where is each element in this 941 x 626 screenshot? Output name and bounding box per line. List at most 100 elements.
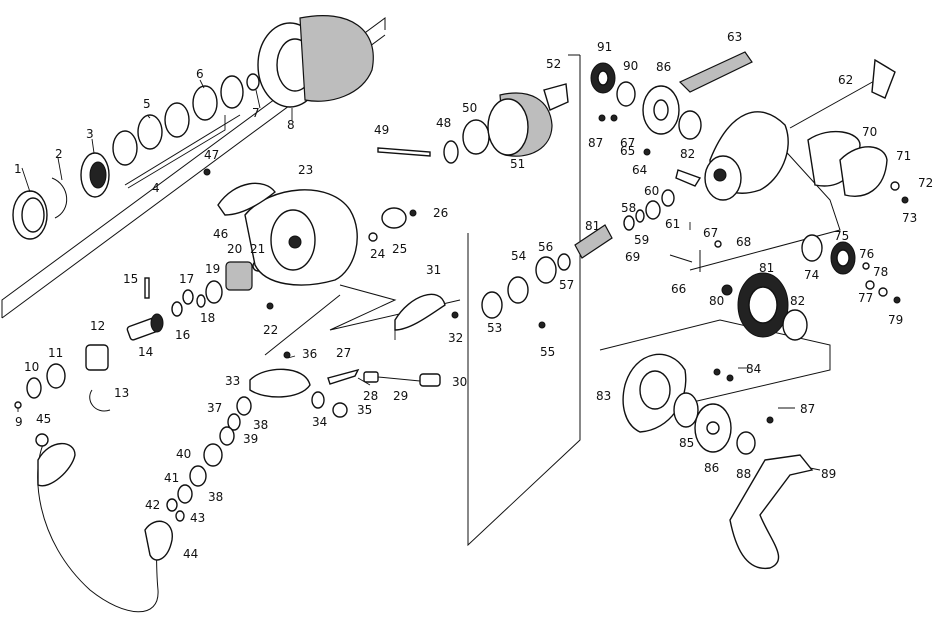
- part-label-16: 16: [175, 328, 190, 342]
- part-label-57: 57: [559, 278, 574, 292]
- part-label-20: 20: [227, 242, 242, 256]
- part-label-4: 4: [152, 181, 160, 195]
- part-label-66: 66: [671, 282, 686, 296]
- part-label-54: 54: [511, 249, 526, 263]
- part-label-44: 44: [183, 547, 198, 561]
- part-label-48: 48: [436, 116, 451, 130]
- part-label-90: 90: [623, 59, 638, 73]
- part-label-38: 38: [253, 418, 268, 432]
- part-label-89: 89: [821, 467, 836, 481]
- part-label-8: 8: [287, 118, 295, 132]
- part-label-76: 76: [859, 247, 874, 261]
- part-label-9: 9: [15, 415, 23, 429]
- part-label-59: 59: [634, 233, 649, 247]
- part-label-27: 27: [336, 346, 351, 360]
- part-label-51: 51: [510, 157, 525, 171]
- part-label-64: 64: [632, 163, 647, 177]
- part-label-19: 19: [205, 262, 220, 276]
- part-label-86b: 86: [656, 60, 671, 74]
- part-label-81b: 81: [759, 261, 774, 275]
- part-label-87b: 87: [588, 136, 603, 150]
- part-label-47: 47: [204, 148, 219, 162]
- part-label-36: 36: [302, 347, 317, 361]
- part-label-81: 81: [585, 219, 600, 233]
- part-label-71: 71: [896, 149, 911, 163]
- part-label-73: 73: [902, 211, 917, 225]
- part-label-49: 49: [374, 123, 389, 137]
- part-label-6: 6: [196, 67, 204, 81]
- part-label-2: 2: [55, 147, 63, 161]
- part-label-32: 32: [448, 331, 463, 345]
- spool-assembly: [12, 15, 459, 613]
- part-label-39: 39: [243, 432, 258, 446]
- part-label-65: 65: [620, 144, 635, 158]
- part-label-78: 78: [873, 265, 888, 279]
- part-label-72: 72: [918, 176, 933, 190]
- part-label-80: 80: [709, 294, 724, 308]
- part-label-12: 12: [90, 319, 105, 333]
- part-label-13: 13: [114, 386, 129, 400]
- part-label-24: 24: [370, 247, 385, 261]
- part-label-38b: 38: [208, 490, 223, 504]
- part-label-67b: 67: [620, 136, 635, 150]
- part-label-53: 53: [487, 321, 502, 335]
- part-label-74: 74: [804, 268, 819, 282]
- part-label-15: 15: [123, 272, 138, 286]
- part-label-40: 40: [176, 447, 191, 461]
- part-label-91: 91: [597, 40, 612, 54]
- part-label-86: 86: [704, 461, 719, 475]
- part-label-83: 83: [596, 389, 611, 403]
- part-label-56: 56: [538, 240, 553, 254]
- part-label-28: 28: [363, 389, 378, 403]
- body-assembly: [377, 51, 909, 569]
- part-label-3: 3: [86, 127, 94, 141]
- part-label-33: 33: [225, 374, 240, 388]
- part-label-84: 84: [746, 362, 761, 376]
- part-label-46: 46: [213, 227, 228, 241]
- part-label-18: 18: [200, 311, 215, 325]
- part-label-75: 75: [834, 229, 849, 243]
- part-label-30: 30: [452, 375, 467, 389]
- part-label-67: 67: [703, 226, 718, 240]
- part-label-63: 63: [727, 30, 742, 44]
- part-label-34: 34: [312, 415, 327, 429]
- part-label-85: 85: [679, 436, 694, 450]
- part-label-31: 31: [426, 263, 441, 277]
- part-label-77: 77: [858, 291, 873, 305]
- part-label-14: 14: [138, 345, 153, 359]
- part-label-1: 1: [14, 162, 22, 176]
- part-label-37: 37: [207, 401, 222, 415]
- part-label-79: 79: [888, 313, 903, 327]
- part-label-42: 42: [145, 498, 160, 512]
- part-label-68: 68: [736, 235, 751, 249]
- part-label-23: 23: [298, 163, 313, 177]
- part-label-11: 11: [48, 346, 63, 360]
- part-label-88: 88: [736, 467, 751, 481]
- part-label-45: 45: [36, 412, 51, 426]
- part-label-35: 35: [357, 403, 372, 417]
- part-label-22: 22: [263, 323, 278, 337]
- part-label-50: 50: [462, 101, 477, 115]
- part-label-52: 52: [546, 57, 561, 71]
- part-label-29: 29: [393, 389, 408, 403]
- leader-lines: [17, 79, 821, 471]
- part-label-55: 55: [540, 345, 555, 359]
- part-label-62: 62: [838, 73, 853, 87]
- part-label-17: 17: [179, 272, 194, 286]
- part-label-43: 43: [190, 511, 205, 525]
- part-label-69: 69: [625, 250, 640, 264]
- part-label-21: 21: [250, 242, 265, 256]
- part-label-58: 58: [621, 201, 636, 215]
- part-label-26: 26: [433, 206, 448, 220]
- part-label-5: 5: [143, 97, 151, 111]
- part-label-61: 61: [665, 217, 680, 231]
- part-label-82: 82: [680, 147, 695, 161]
- part-label-10: 10: [24, 360, 39, 374]
- part-label-41: 41: [164, 471, 179, 485]
- part-label-70: 70: [862, 125, 877, 139]
- part-labels: 1 2 3 4 5 6 7 8 9 10 11 12 13 14 15 16 1…: [14, 30, 933, 561]
- part-label-25: 25: [392, 242, 407, 256]
- part-label-7: 7: [252, 106, 260, 120]
